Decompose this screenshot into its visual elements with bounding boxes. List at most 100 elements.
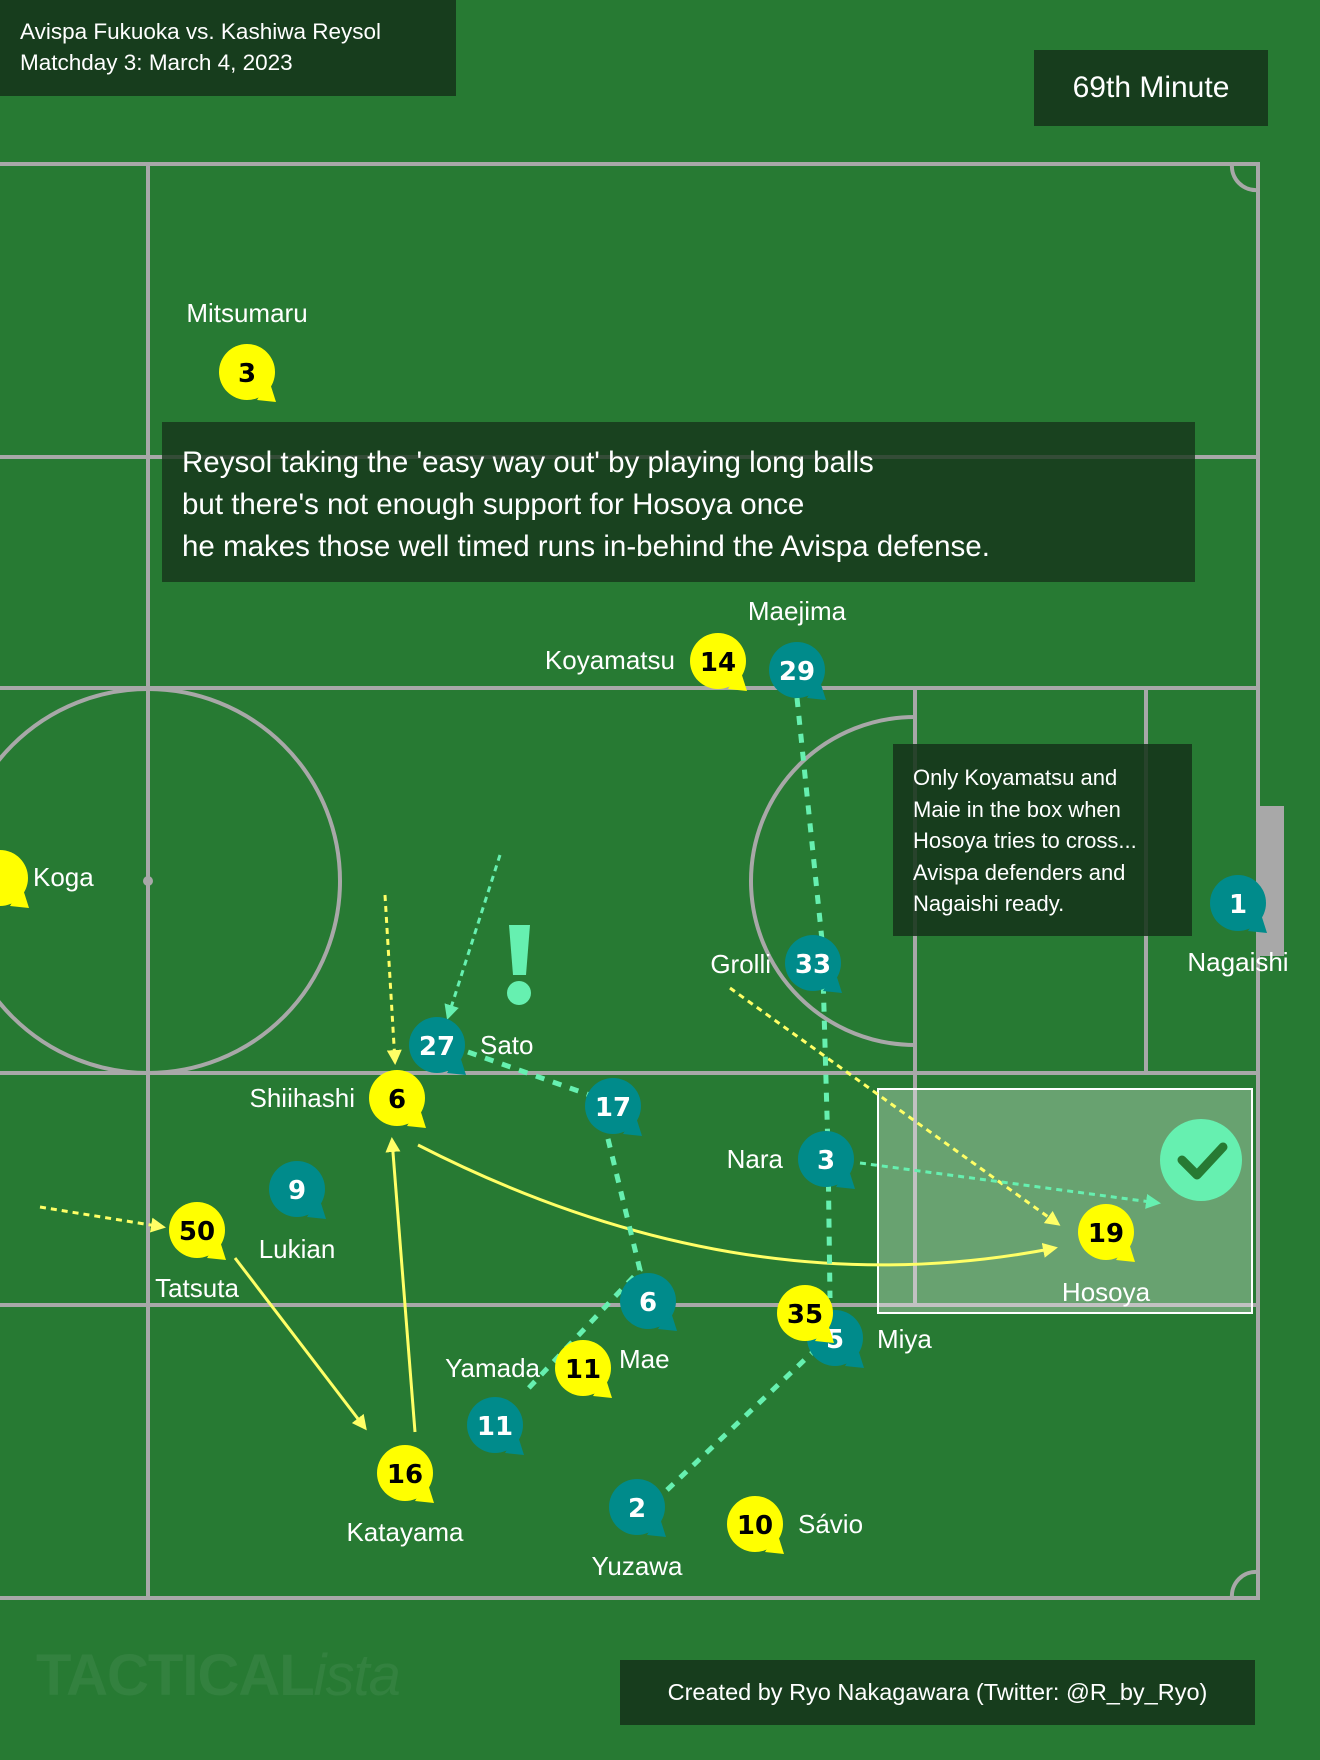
player-marker-savio: 10 Sávio: [727, 1496, 863, 1554]
player-dot: [169, 1202, 225, 1258]
player-marker-grolli: 33 Grolli: [710, 935, 842, 993]
annotation-line: Reysol taking the 'easy way out' by play…: [182, 446, 874, 479]
watermark-bold: TACTICAL: [36, 1643, 315, 1708]
player-dot: [769, 642, 825, 698]
player-name-label: Nara: [727, 1144, 784, 1174]
match-info-box: Avispa Fukuoka vs. Kashiwa Reysol Matchd…: [0, 0, 456, 96]
side-annotation-line: Hosoya tries to cross...: [913, 828, 1137, 853]
player-marker-yamada: 11 Yamada: [445, 1353, 541, 1455]
player-marker-r17: 17: [585, 1078, 642, 1136]
player-number: 14: [700, 648, 736, 678]
credit-box: Created by Ryo Nakagawara (Twitter: @R_b…: [620, 1660, 1255, 1725]
side-annotation: Only Koyamatsu and Maie in the box when …: [893, 744, 1192, 936]
player-dot: [1210, 875, 1266, 931]
run-arrow-reysol: [444, 854, 502, 1020]
side-annotation-line: Maie in the box when: [913, 796, 1121, 822]
pass-link-reysol: [665, 1348, 817, 1492]
player-marker-maejima: 29 Maejima: [748, 596, 847, 700]
player-number: 35: [787, 1300, 823, 1330]
player-number: 9: [288, 1176, 306, 1206]
pass-link-reysol: [794, 697, 833, 1299]
player-name-label: Hosoya: [1062, 1277, 1151, 1307]
player-dot: [219, 344, 275, 400]
player-dot: [798, 1131, 854, 1187]
run-arrow-avispa: [729, 986, 1061, 1226]
player-number: 3: [238, 359, 256, 389]
credit-text: Created by Ryo Nakagawara (Twitter: @R_b…: [667, 1679, 1208, 1705]
player-dot: [269, 1161, 325, 1217]
pass-arrow-avispa: [385, 1137, 417, 1433]
player-number: 17: [595, 1093, 631, 1123]
run-arrow-avispa: [383, 894, 402, 1065]
player-number: 1: [1229, 890, 1247, 920]
main-annotation: Reysol taking the 'easy way out' by play…: [162, 422, 1195, 582]
player-name-label: Mae: [619, 1344, 670, 1374]
player-name-label: Mitsumaru: [186, 298, 307, 328]
centre-spot: [143, 876, 153, 886]
player-number: 11: [477, 1412, 513, 1442]
player-number: 27: [419, 1032, 455, 1062]
player-dot: [585, 1078, 641, 1134]
player-marker-koga: Koga: [0, 850, 94, 908]
player-name-label: Koga: [33, 862, 94, 892]
player-name-label: Yuzawa: [591, 1551, 683, 1581]
check-icon: [1160, 1119, 1242, 1201]
player-name-label: Sato: [480, 1030, 534, 1060]
player-name-label: Shiihashi: [249, 1083, 355, 1113]
player-number: 16: [387, 1460, 423, 1490]
player-name-label: Tatsuta: [155, 1273, 239, 1303]
player-name-label: Lukian: [259, 1234, 336, 1264]
player-dot: [377, 1445, 433, 1501]
player-name-label: Grolli: [710, 949, 771, 979]
player-dot: [0, 850, 28, 906]
matchday-label: Matchday 3: March 4, 2023: [20, 50, 293, 75]
player-number: 33: [795, 950, 831, 980]
pass-arrow-avispa: [233, 1257, 367, 1431]
pass-link-reysol: [467, 1049, 643, 1394]
player-marker-shiihashi: 6 Shiihashi: [249, 1070, 426, 1128]
player-marker-koyamatsu: 14 Koyamatsu: [545, 633, 747, 691]
player-dot: [409, 1017, 465, 1073]
player-number: 6: [639, 1288, 657, 1318]
player-number: 11: [565, 1355, 601, 1385]
player-number: 29: [779, 657, 815, 687]
annotation-line: but there's not enough support for Hosoy…: [182, 488, 805, 521]
watermark-logo: TACTICALista: [36, 1642, 401, 1709]
player-number: 10: [737, 1511, 773, 1541]
player-marker-mitsumaru: 3 Mitsumaru: [186, 298, 308, 402]
player-marker-sato: 27 Sato: [409, 1017, 534, 1075]
player-name-label: Sávio: [798, 1509, 863, 1539]
player-name-label: Maejima: [748, 596, 847, 626]
annotation-line: he makes those well timed runs in-behind…: [182, 530, 990, 563]
player-name-label: Nagaishi: [1187, 947, 1288, 977]
side-annotation-line: Avispa defenders and: [913, 859, 1126, 885]
player-name-label: Katayama: [346, 1517, 464, 1547]
watermark-italic: ista: [313, 1643, 401, 1708]
player-name-label: Yamada: [445, 1353, 540, 1383]
player-dot: [1078, 1204, 1134, 1260]
player-number: 6: [388, 1085, 406, 1115]
player-marker-r6: 6: [620, 1273, 677, 1331]
run-arrow-avispa: [39, 1205, 166, 1233]
player-dot: [467, 1397, 523, 1453]
player-dot: [777, 1285, 833, 1341]
goal: [1258, 806, 1284, 956]
minute-label: 69th Minute: [1034, 50, 1268, 126]
pass-arrow-avispa: [417, 1143, 1058, 1267]
player-dot: [369, 1070, 425, 1126]
player-number: 2: [628, 1494, 646, 1524]
player-marker-mae: 11 Mae: [555, 1340, 670, 1398]
player-name-label: Miya: [877, 1324, 932, 1354]
player-name-label: Koyamatsu: [545, 645, 675, 675]
player-dot: [785, 935, 841, 991]
minute-text: 69th Minute: [1072, 71, 1230, 104]
